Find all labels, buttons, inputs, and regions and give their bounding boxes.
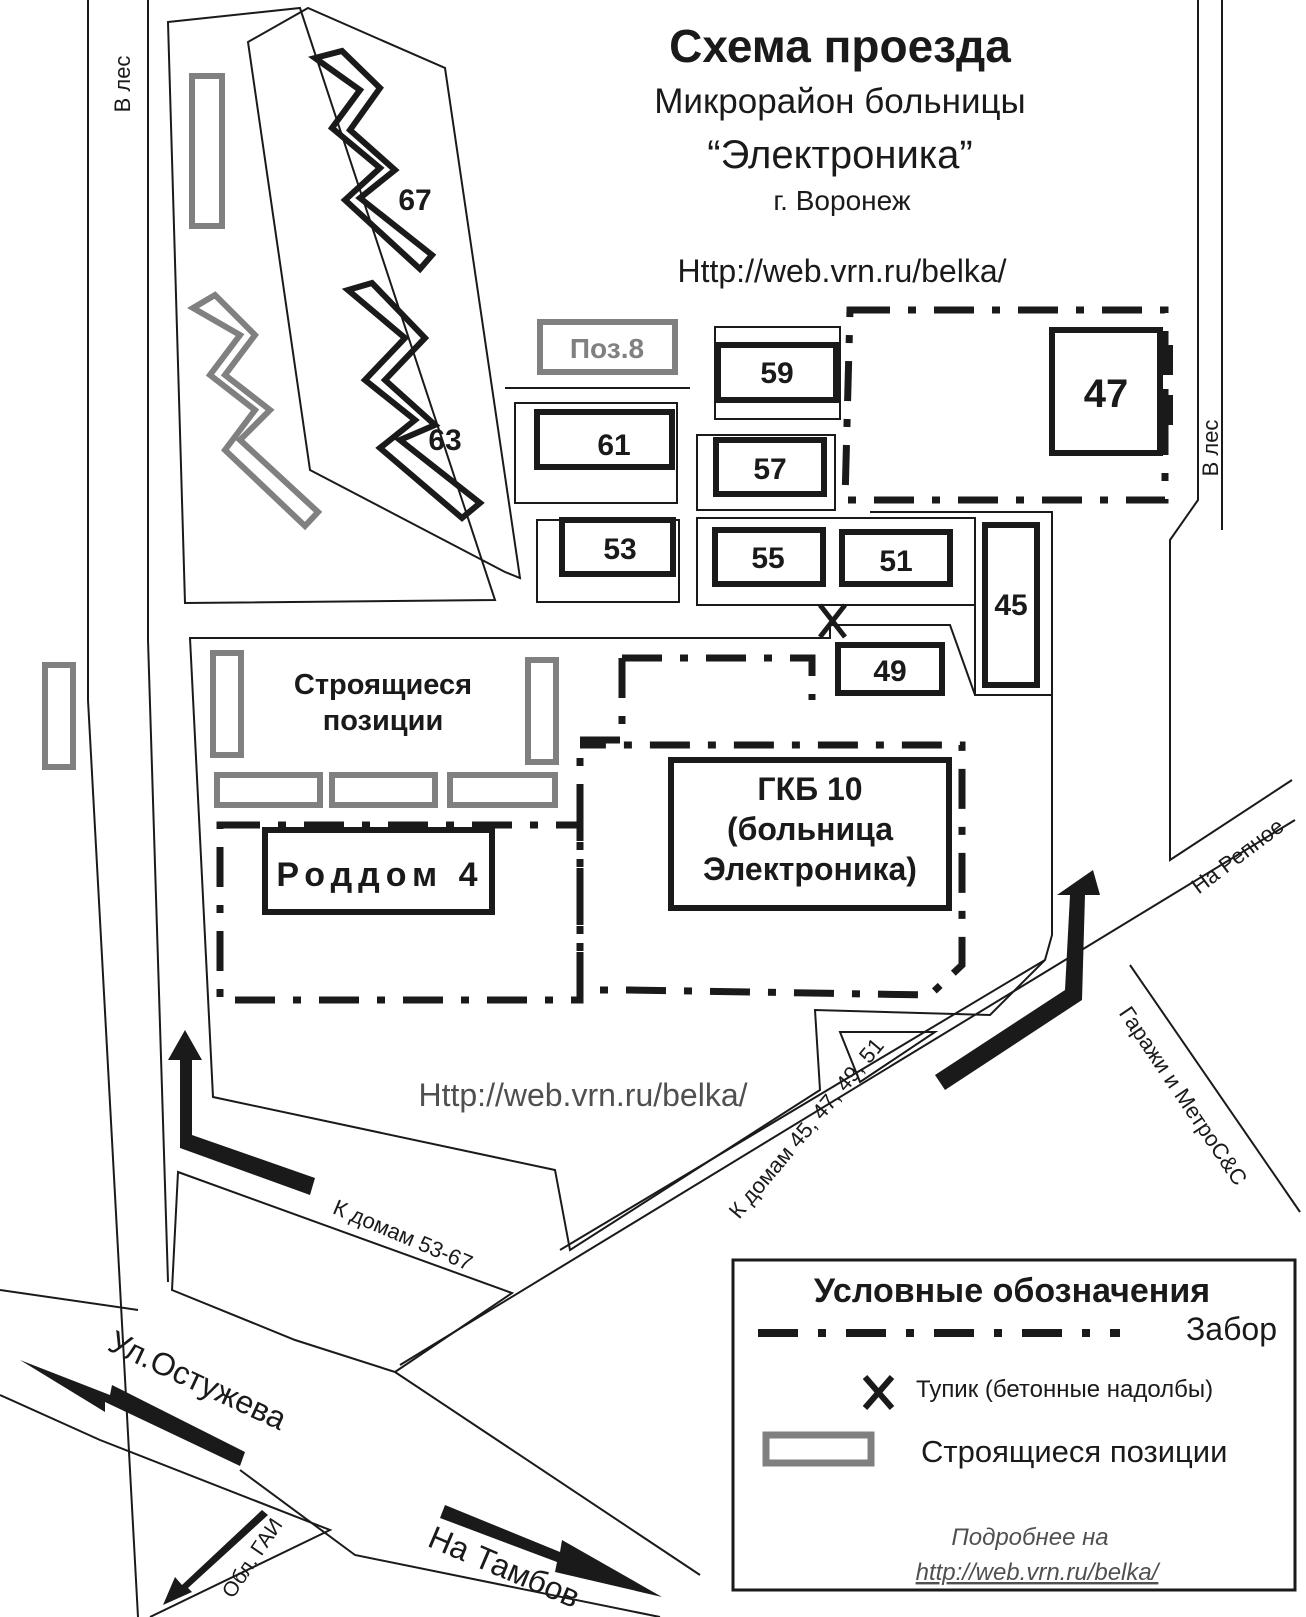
construction-zigzag <box>187 291 323 531</box>
road-ostuzheva-north <box>0 1289 139 1311</box>
legend-deadend-x <box>862 1375 895 1410</box>
arrow-tambov <box>440 1505 662 1597</box>
deadend-marker <box>818 603 847 639</box>
building-49 <box>835 642 945 696</box>
construction-label-1: Строящиеся <box>294 669 472 701</box>
legend-box <box>731 1258 1297 1592</box>
road-ostuzheva: Ул.Остужева <box>103 1323 292 1437</box>
building-51 <box>839 529 953 587</box>
arrows <box>20 870 1100 1605</box>
arrow-gai <box>163 1510 268 1605</box>
building-63-shape <box>341 279 485 522</box>
block-57 <box>696 434 836 511</box>
roddom-label: Роддом 4 <box>276 856 483 894</box>
road-forest-right: В лес <box>1198 420 1223 477</box>
gkb-label-3: Электроника) <box>703 851 917 887</box>
fence-roddom <box>216 821 584 1004</box>
building-55 <box>712 527 826 587</box>
label-51: 51 <box>879 545 912 578</box>
label-61: 61 <box>597 429 630 462</box>
building-61 <box>534 409 675 470</box>
road-right-west-edge <box>1169 0 1293 862</box>
road-tambov-edge <box>394 1371 701 1576</box>
building-gkb <box>668 757 952 911</box>
arrow-ostuzheva <box>20 1360 245 1466</box>
road-diagonal-north-edge <box>559 959 1046 1251</box>
legend-fence-label: Забор <box>1186 1311 1277 1347</box>
legend-construction-sample <box>762 1431 875 1467</box>
construction-far-left <box>42 662 76 770</box>
block-lower-left <box>170 1170 515 1374</box>
construction-left-vert <box>210 650 244 758</box>
url-mid: Http://web.vrn.ru/belka/ <box>418 1077 747 1113</box>
construction-poz8 <box>537 319 678 375</box>
label-57: 57 <box>753 453 786 486</box>
road-left-east-edge <box>147 0 169 1283</box>
hospital-name: “Электроника” <box>707 133 972 177</box>
road-to-45-51: К домам 45, 47, 49, 51 <box>724 1033 889 1223</box>
legend-construction-label: Строящиеся позиции <box>921 1434 1227 1469</box>
building-53 <box>559 517 676 577</box>
block-middle <box>246 6 522 580</box>
label-poz8: Поз.8 <box>570 333 644 364</box>
gkb-label-2: (больница <box>727 811 893 847</box>
fence-hospital <box>576 654 966 999</box>
gkb-label-1: ГКБ 10 <box>757 771 862 807</box>
label-49: 49 <box>873 655 906 688</box>
legend-deadend-label: Тупик (бетонные надолбы) <box>916 1376 1213 1403</box>
construction-h1 <box>214 772 323 808</box>
construction-h2 <box>329 772 438 808</box>
road-left-west-edge <box>87 0 139 1617</box>
label-47: 47 <box>1084 372 1129 416</box>
arrow-to-53-67 <box>168 1030 315 1195</box>
construction-top-left <box>189 73 225 229</box>
building-67-shape <box>308 47 437 274</box>
road-forest-left: В лес <box>110 56 135 113</box>
block-triangle <box>838 1031 939 1084</box>
road-garages: Гаражи и МетроС&С <box>1114 1002 1252 1190</box>
building-57 <box>713 437 827 497</box>
city: г. Воронеж <box>773 185 910 216</box>
road-diagonal-south-edge <box>399 819 1296 1366</box>
buildings <box>262 47 1163 915</box>
label-53: 53 <box>603 533 636 566</box>
arrow-to-45-51 <box>935 870 1100 1090</box>
label-63: 63 <box>428 424 461 457</box>
legend-frame <box>731 1258 1297 1592</box>
label-67: 67 <box>398 184 431 217</box>
label-59: 59 <box>760 357 793 390</box>
road-garages-west-edge <box>1129 964 1301 1213</box>
legend-title: Условные обозначения <box>814 1272 1210 1310</box>
construction-right-vert <box>525 657 559 765</box>
building-59 <box>715 342 839 403</box>
footer-url: http://web.vrn.ru/belka/ <box>916 1559 1161 1586</box>
construction-sites <box>42 73 678 808</box>
construction-h3 <box>447 772 558 808</box>
footer-more: Подробнее на <box>951 1524 1108 1551</box>
text-labels: Схема проезда Микрорайон больницы “Элект… <box>103 20 1288 1615</box>
subtitle: Микрорайон больницы <box>654 82 1025 121</box>
block-left <box>166 6 497 605</box>
label-45: 45 <box>994 589 1027 622</box>
building-45 <box>982 522 1040 688</box>
road-ostuzheva-south <box>0 1394 333 1617</box>
fence-block-47 <box>841 306 1169 504</box>
url-top: Http://web.vrn.ru/belka/ <box>677 253 1006 289</box>
road-ostuzheva-south2 <box>239 1469 661 1617</box>
block-61 <box>514 402 678 504</box>
fences <box>216 306 1169 1004</box>
building-47 <box>1049 327 1163 456</box>
label-55: 55 <box>751 542 784 575</box>
road-repnoe: На Репное <box>1187 813 1289 898</box>
construction-label-2: позиции <box>323 705 444 737</box>
title: Схема проезда <box>669 20 1011 72</box>
building-roddom <box>262 827 495 915</box>
